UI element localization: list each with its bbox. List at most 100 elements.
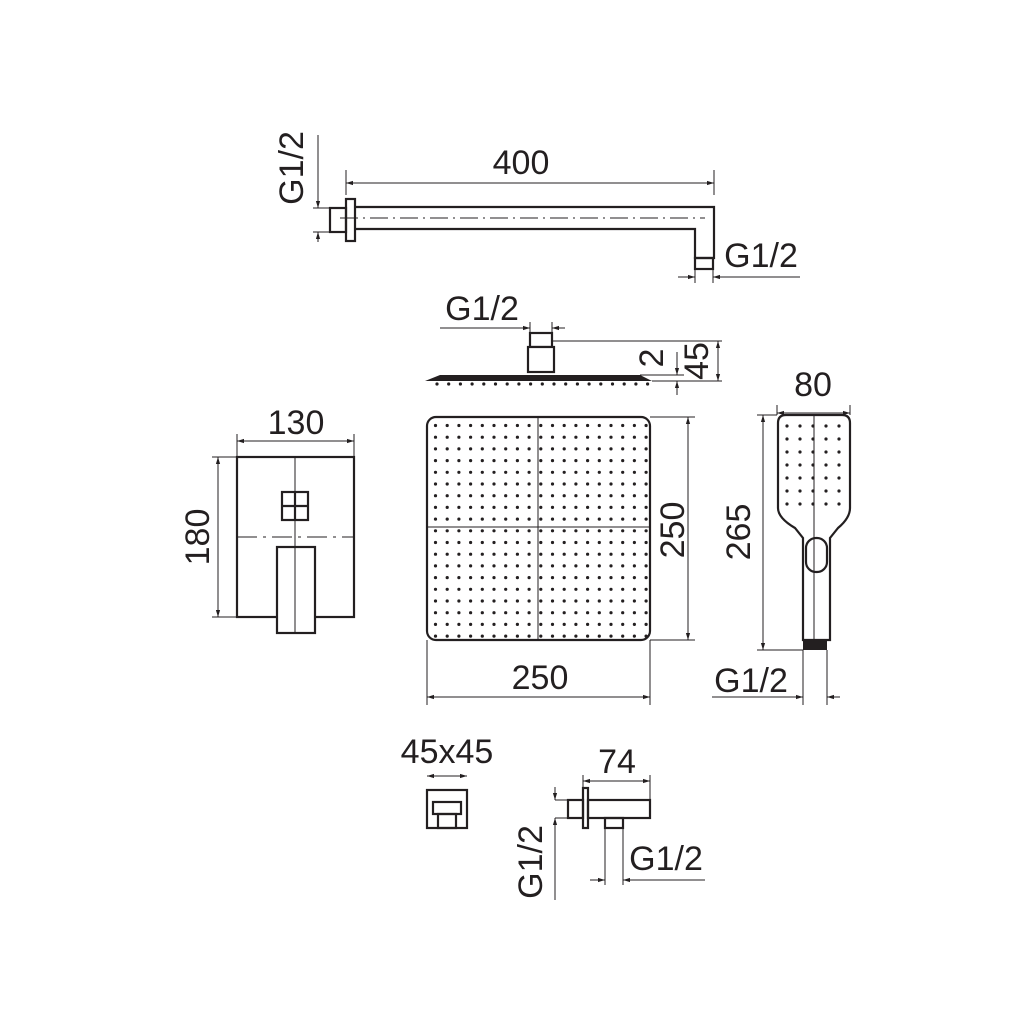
nozzle-dot — [445, 540, 449, 545]
nozzle-dot — [562, 529, 566, 533]
nozzle-dot — [457, 517, 461, 521]
nozzle-dot — [550, 611, 555, 615]
nozzle-dot — [811, 489, 815, 493]
nozzle-dot — [445, 611, 449, 615]
nozzle-dot — [457, 552, 461, 556]
nozzle-dot — [586, 599, 590, 603]
nozzle-dot — [644, 470, 648, 474]
nozzle-dot — [550, 459, 555, 463]
nozzle-dot — [574, 470, 578, 474]
nozzle-dot — [621, 517, 625, 521]
nozzle-dot — [574, 505, 578, 509]
nozzle-dot — [445, 459, 449, 463]
nozzle-dot — [609, 587, 613, 591]
nozzle-dot — [798, 437, 802, 441]
hand-thread-label: G1/2 — [714, 662, 788, 700]
nozzle-dot — [644, 435, 648, 439]
nozzle-dot — [539, 564, 543, 568]
nozzle-dot — [621, 552, 625, 556]
nozzle-dot — [527, 576, 531, 580]
nozzle-dot — [562, 552, 566, 556]
nozzle-dot — [574, 599, 578, 603]
nozzle-dot — [527, 587, 531, 591]
outlet-thread-label: G1/2 — [629, 840, 703, 878]
nozzle-dot — [586, 517, 590, 521]
nozzle-dot — [435, 382, 439, 386]
outlet-length-label: 74 — [598, 743, 636, 781]
nozzle-dot — [597, 599, 601, 603]
nozzle-dot — [492, 529, 496, 533]
outlet-wall-thread-label: G1/2 — [512, 825, 550, 899]
nozzle-dot — [621, 622, 625, 627]
nozzle-dot — [480, 540, 484, 545]
hand-width-label: 80 — [794, 366, 832, 404]
nozzle-dot — [539, 494, 543, 498]
nozzle-dot — [574, 622, 578, 627]
nozzle-dot — [644, 622, 648, 627]
nozzle-dot — [445, 576, 449, 580]
nozzle-dot — [586, 447, 590, 451]
nozzle-dot — [457, 447, 461, 451]
nozzle-dot — [433, 540, 438, 545]
nozzle-dot — [480, 517, 484, 521]
nozzle-dot — [586, 564, 590, 568]
nozzle-dot — [515, 494, 520, 498]
nozzle-dot — [586, 529, 590, 533]
nozzle-dot — [586, 494, 590, 498]
shower-head-top-view: 250 250 — [425, 415, 695, 705]
nozzle-dot — [811, 437, 815, 441]
nozzle-dot — [457, 587, 461, 591]
nozzle-dot — [562, 517, 566, 521]
mixer-height-label: 180 — [179, 509, 217, 566]
nozzle-dot — [632, 622, 637, 627]
nozzle-dot — [457, 599, 461, 603]
nozzle-dot — [469, 517, 473, 521]
nozzle-dot — [597, 634, 601, 638]
nozzle-dot — [621, 587, 625, 591]
nozzle-dot — [550, 587, 555, 591]
nozzle-dot — [811, 476, 815, 480]
nozzle-dot — [597, 529, 601, 533]
nozzle-dot — [480, 459, 484, 463]
nozzle-dot — [517, 382, 521, 386]
nozzle-dot — [470, 382, 474, 386]
nozzle-dot — [445, 447, 449, 451]
nozzle-dot — [586, 576, 590, 580]
nozzle-dot — [575, 382, 580, 386]
nozzle-dot — [574, 611, 578, 615]
nozzle-dot — [504, 517, 508, 521]
nozzle-dot — [433, 482, 438, 486]
nozzle-dot — [527, 447, 531, 451]
nozzle-dot — [433, 634, 438, 638]
nozzle-dot — [469, 599, 473, 603]
nozzle-dot — [527, 611, 531, 615]
nozzle-dot — [550, 447, 555, 451]
nozzle-dot — [597, 482, 601, 486]
nozzle-dot — [492, 459, 496, 463]
nozzle-dot — [632, 576, 637, 580]
nozzle-dot — [527, 634, 531, 638]
nozzle-dot — [539, 611, 543, 615]
nozzle-dot — [445, 622, 449, 627]
nozzle-dot — [539, 576, 543, 580]
nozzle-dot — [492, 447, 496, 451]
nozzle-dot — [785, 424, 789, 428]
nozzle-dot — [433, 622, 438, 627]
nozzle-dot — [539, 435, 543, 439]
nozzle-dot — [480, 435, 484, 439]
nozzle-dot — [837, 489, 841, 493]
hand-length-label: 265 — [720, 504, 758, 561]
nozzle-dot — [574, 517, 578, 521]
nozzle-dot — [574, 447, 578, 451]
nozzle-dot — [469, 435, 473, 439]
nozzle-dot — [504, 587, 508, 591]
nozzle-dot — [597, 517, 601, 521]
nozzle-dot — [621, 599, 625, 603]
nozzle-dot — [447, 382, 451, 386]
nozzle-dot — [644, 494, 648, 498]
nozzle-dot — [539, 447, 543, 451]
nozzle-dot — [504, 423, 508, 428]
nozzle-dot — [515, 634, 520, 638]
nozzle-dot — [527, 459, 531, 463]
nozzle-dot — [632, 587, 637, 591]
